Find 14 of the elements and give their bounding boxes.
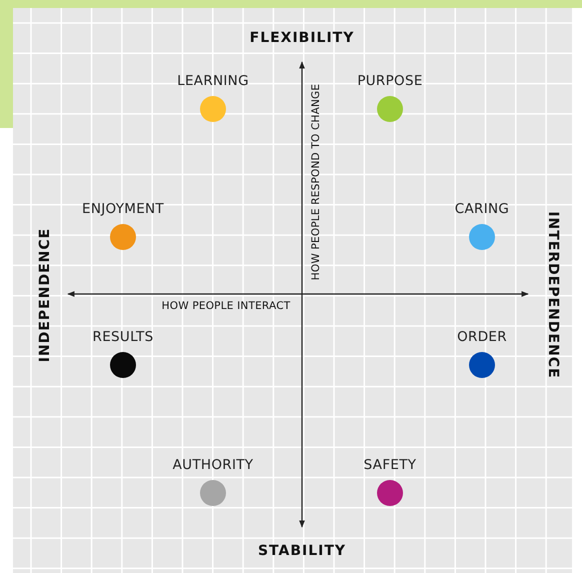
value-label: ORDER bbox=[457, 329, 507, 345]
axis-label: FLEXIBILITY bbox=[250, 30, 354, 46]
value-label: ENJOYMENT bbox=[82, 201, 164, 217]
axis-label: INTERDEPENDENCE bbox=[545, 211, 561, 379]
axis-title: HOW PEOPLE INTERACT bbox=[162, 300, 290, 312]
value-label: PURPOSE bbox=[357, 73, 423, 89]
value-label: CARING bbox=[454, 201, 510, 217]
value-label: AUTHORITY bbox=[172, 457, 254, 473]
axis-label: INDEPENDENCE bbox=[37, 228, 53, 362]
value-label: RESULTS bbox=[92, 329, 154, 345]
value-label: SAFETY bbox=[364, 457, 416, 473]
axis-title: HOW PEOPLE RESPOND TO CHANGE bbox=[310, 84, 322, 280]
axis-label: STABILITY bbox=[258, 543, 346, 559]
value-label: LEARNING bbox=[177, 73, 249, 89]
